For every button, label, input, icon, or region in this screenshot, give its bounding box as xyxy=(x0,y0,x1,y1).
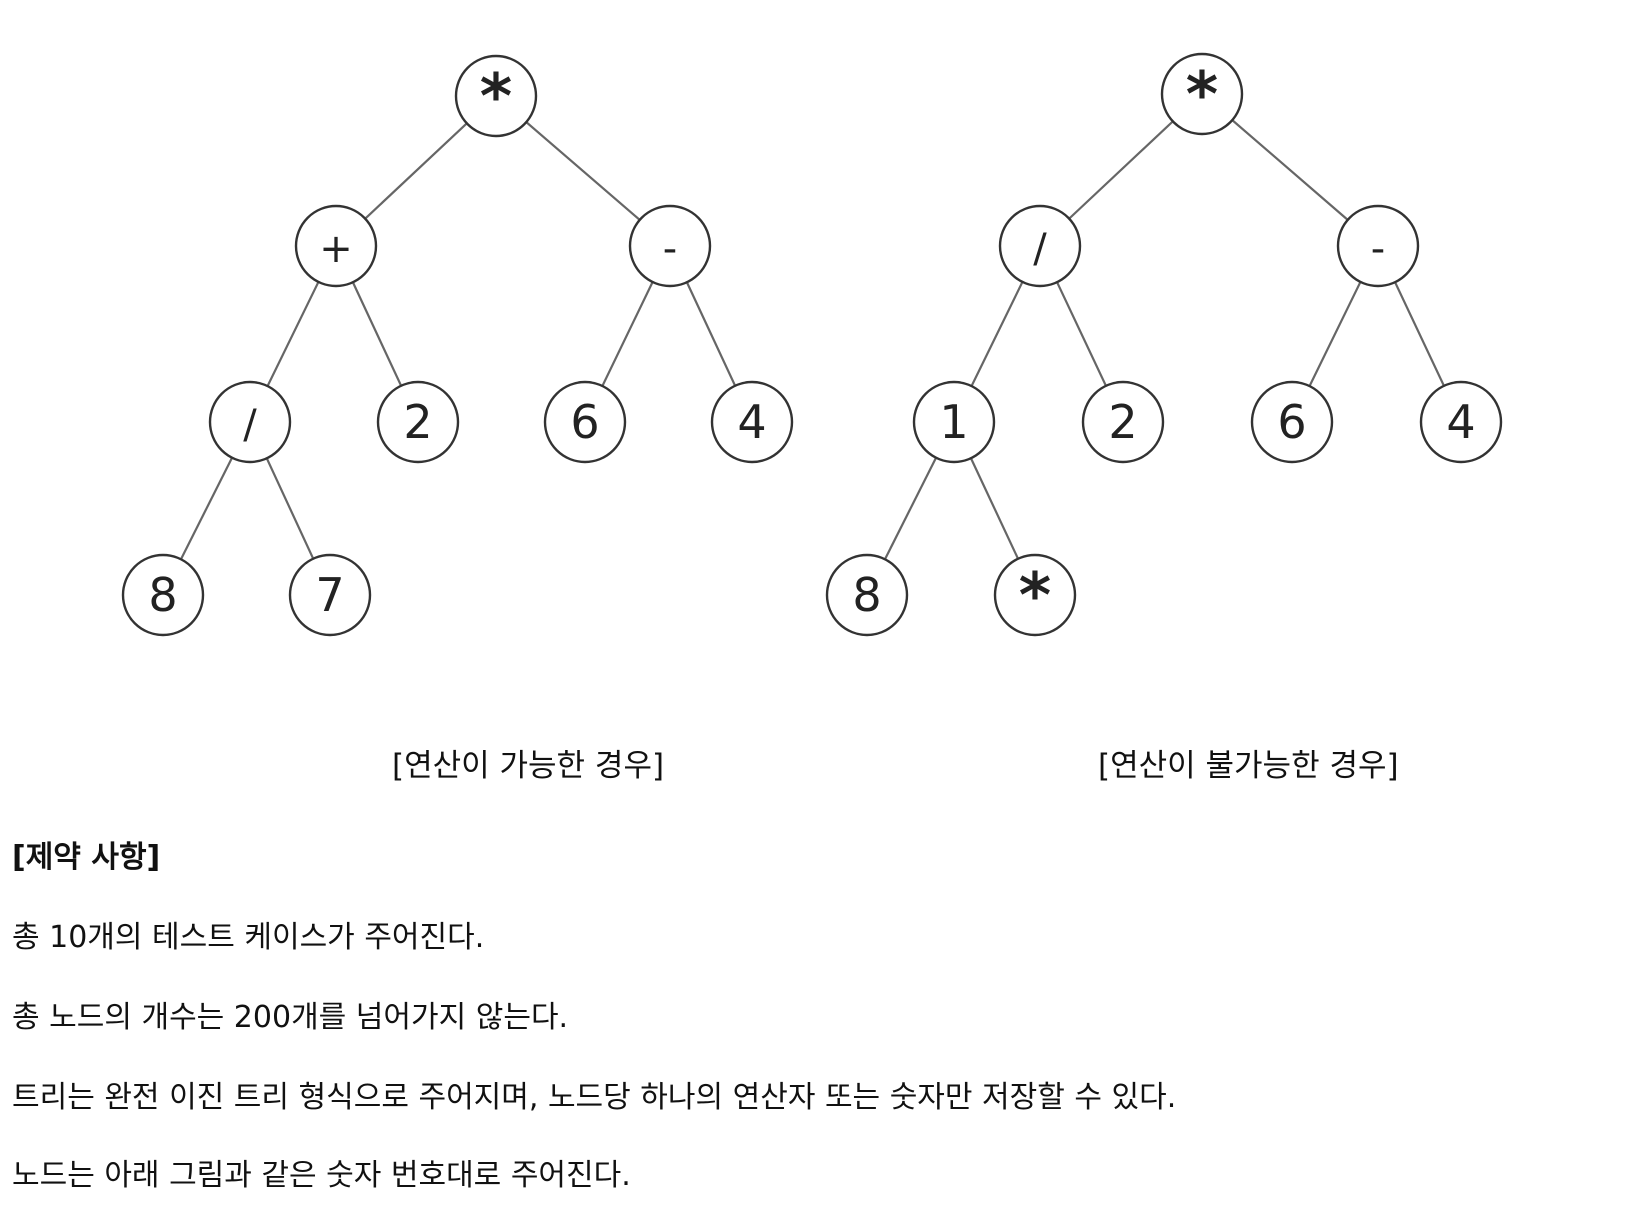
tree-node-label: 1 xyxy=(939,395,968,449)
tree-node-circle xyxy=(710,380,794,464)
constraints-title: [제약 사항] xyxy=(12,840,161,875)
tree-edge xyxy=(179,457,234,560)
expression-tree-diagram: * + - / 2 6 4 8 7 * / - 1 2 6 4 8 * xyxy=(121,52,1503,637)
caption-possible: [연산이 가능한 경우] xyxy=(392,748,665,784)
tree-edge xyxy=(1231,119,1349,221)
tree-node-circle xyxy=(208,380,292,464)
constraint-item-1: 총 10개의 테스트 케이스가 주어진다. xyxy=(12,920,485,955)
tree-node-circle xyxy=(993,553,1077,637)
tree-edge xyxy=(969,457,1020,560)
tree-node-label: 4 xyxy=(737,395,766,449)
tree-edge xyxy=(1394,281,1445,387)
tree-edge xyxy=(1068,120,1174,220)
tree-node-label: 8 xyxy=(148,568,177,622)
tree-node-label: * xyxy=(1186,58,1218,131)
tree-edge xyxy=(1308,281,1362,387)
tree-edge xyxy=(685,281,737,387)
tree-edge xyxy=(525,121,641,221)
tree-node-circle xyxy=(1081,380,1165,464)
tree-node-circle xyxy=(1419,380,1503,464)
tree-edge xyxy=(266,281,320,387)
constraint-item-3: 트리는 완전 이진 트리 형식으로 주어지며, 노드당 하나의 연산자 또는 숫… xyxy=(12,1080,1177,1115)
tree-node-circle xyxy=(288,553,372,637)
tree-node-circle xyxy=(1250,380,1334,464)
tree-node-label: 2 xyxy=(403,395,432,449)
tree-node-circle xyxy=(628,204,712,288)
tree-possible: * + - / 2 6 4 8 7 xyxy=(121,54,794,637)
tree-node-label: 7 xyxy=(315,568,344,622)
tree-node-circle xyxy=(1160,52,1244,136)
tree-node-label: 6 xyxy=(570,395,599,449)
tree-node-circle xyxy=(121,553,205,637)
tree-node-circle xyxy=(376,380,460,464)
tree-node-label: / xyxy=(243,402,257,448)
tree-node-label: 6 xyxy=(1277,395,1306,449)
constraint-item-2: 총 노드의 개수는 200개를 넘어가지 않는다. xyxy=(12,1000,569,1035)
tree-edge xyxy=(883,457,938,560)
tree-edge xyxy=(364,122,468,220)
tree-node-label: 2 xyxy=(1108,395,1137,449)
tree-node-circle xyxy=(1336,204,1420,288)
tree-node-circle xyxy=(825,553,909,637)
tree-node-circle xyxy=(998,204,1082,288)
tree-node-circle xyxy=(543,380,627,464)
tree-edge xyxy=(265,457,315,560)
tree-node-label: * xyxy=(480,60,512,133)
tree-node-label: / xyxy=(1033,226,1047,272)
tree-edge xyxy=(351,281,403,387)
tree-node-label: 4 xyxy=(1446,395,1475,449)
tree-impossible: * / - 1 2 6 4 8 * xyxy=(825,52,1503,637)
tree-edge xyxy=(601,281,654,387)
tree-edge xyxy=(1056,281,1107,387)
tree-node-circle xyxy=(454,54,538,138)
tree-node-label: + xyxy=(319,226,353,272)
constraint-item-4: 노드는 아래 그림과 같은 숫자 번호대로 주어진다. xyxy=(12,1158,631,1193)
tree-node-circle xyxy=(912,380,996,464)
tree-node-label: 8 xyxy=(852,568,881,622)
tree-node-label: - xyxy=(1371,226,1385,272)
tree-node-label: * xyxy=(1019,559,1051,632)
tree-node-label: - xyxy=(663,226,677,272)
caption-impossible: [연산이 불가능한 경우] xyxy=(1098,748,1399,784)
tree-edge xyxy=(970,281,1024,387)
tree-node-circle xyxy=(294,204,378,288)
